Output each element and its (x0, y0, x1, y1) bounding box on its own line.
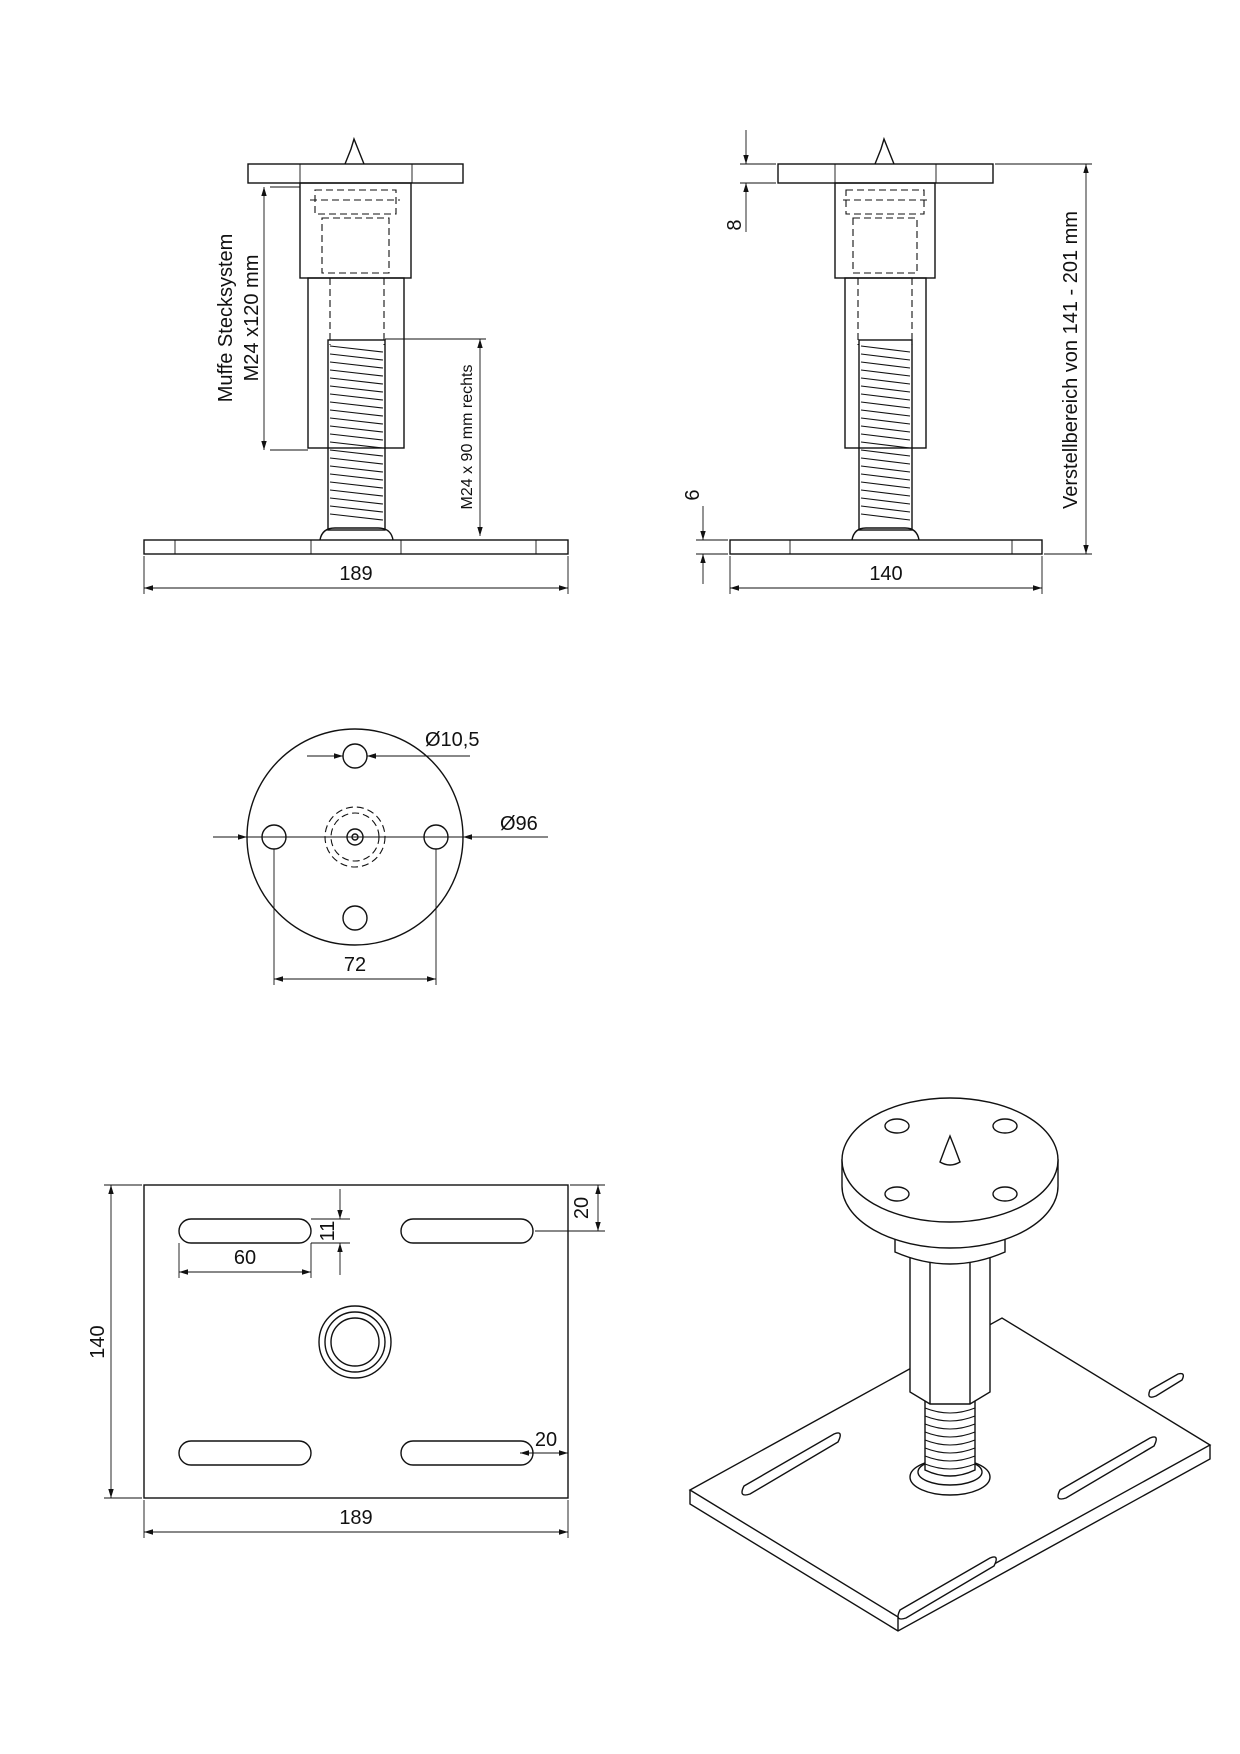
dim-slot-width: 11 (317, 1221, 339, 1242)
dim-plate-width: 189 (339, 1507, 372, 1529)
base-plate-view: 60 11 20 20 140 189 (87, 1184, 605, 1538)
dim-edge-side: 20 (535, 1429, 557, 1451)
isometric-view (688, 1097, 1212, 1632)
label-muffe-line1: Muffe Stecksystem (215, 234, 237, 403)
side-view: 8 6 Verstellbereich von 141 - 201 mm 140 (682, 130, 1092, 594)
iso-thread (924, 1399, 976, 1477)
label-adjustment-range: Verstellbereich von 141 - 201 mm (1060, 211, 1082, 509)
dim-hole-diameter: Ø10,5 (425, 729, 479, 751)
dim-side-width: 140 (869, 563, 902, 585)
dim-top-plate-thickness: 8 (724, 219, 746, 230)
top-view: Ø10,5 Ø96 72 (213, 728, 548, 985)
dim-slot-length: 60 (234, 1247, 256, 1269)
thread-lines (329, 345, 384, 521)
thread-lines (860, 345, 911, 521)
dim-plate-diameter: Ø96 (500, 813, 538, 835)
dim-front-width: 189 (339, 563, 372, 585)
label-muffe-line2: M24 x120 mm (241, 255, 263, 382)
dim-hole-spacing: 72 (344, 954, 366, 976)
front-view: Muffe Stecksystem M24 x120 mm M24 x 90 m… (143, 136, 569, 594)
dim-base-plate-thickness: 6 (682, 489, 704, 500)
dim-edge-top: 20 (571, 1197, 593, 1219)
label-thread-length: M24 x 90 mm rechts (459, 365, 476, 510)
dim-plate-height: 140 (87, 1325, 109, 1358)
